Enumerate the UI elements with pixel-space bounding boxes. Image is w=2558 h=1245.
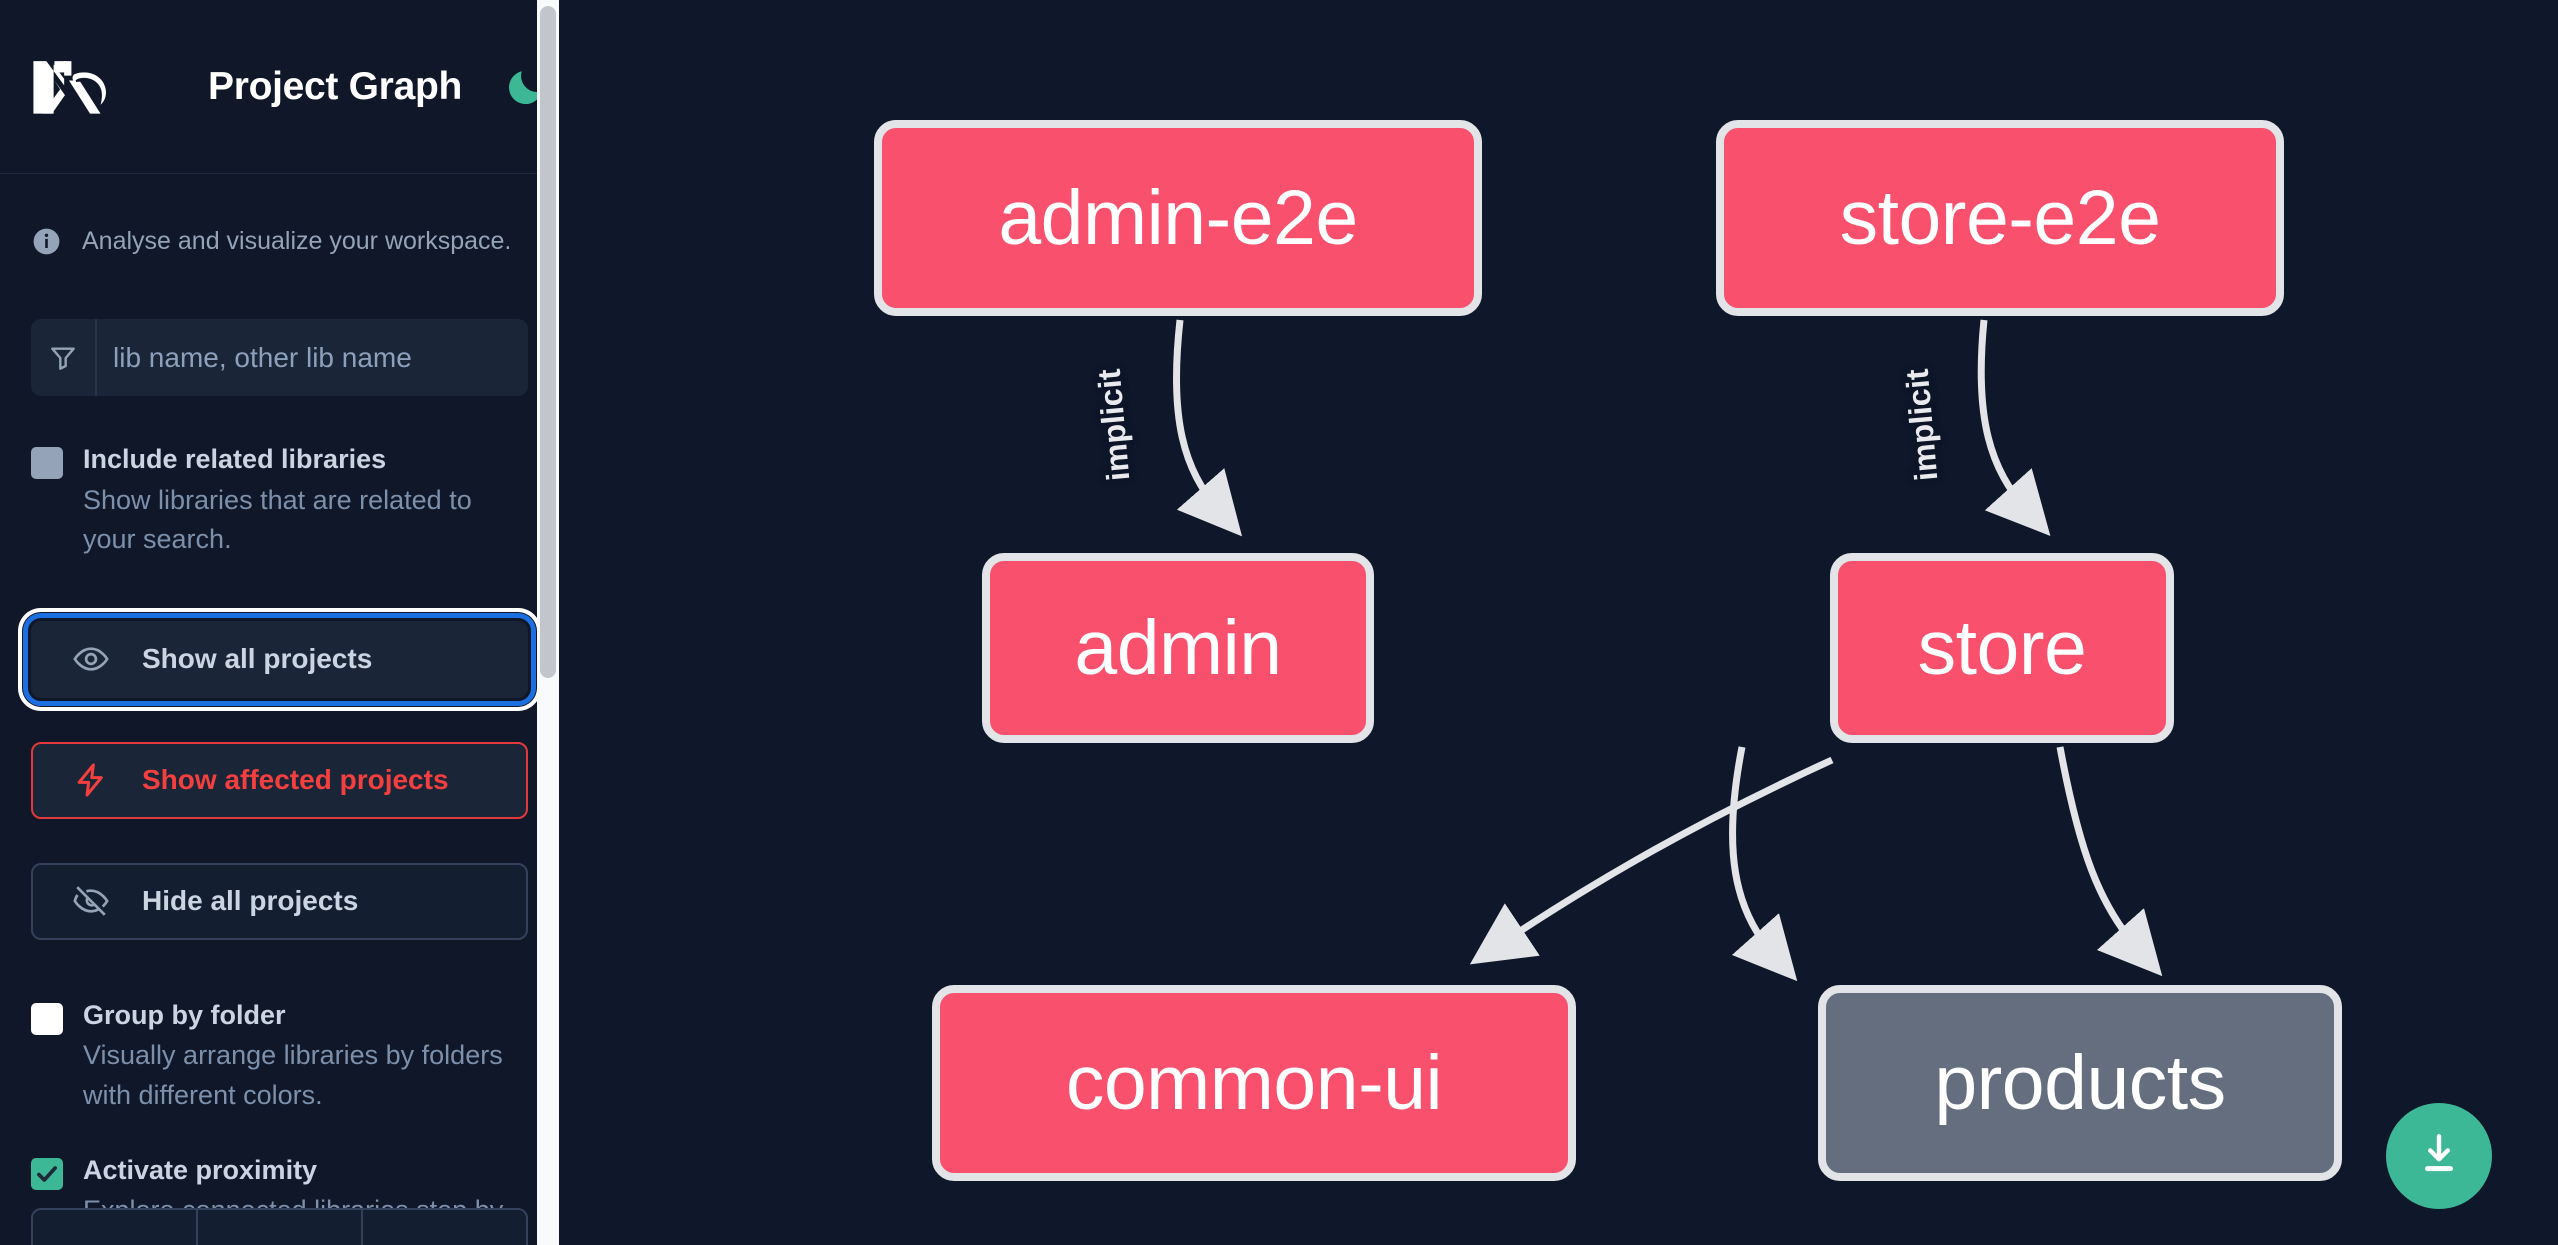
graph-canvas[interactable]: admin-e2e store-e2e admin store common-u…	[559, 0, 2558, 1245]
node-label: admin	[1074, 604, 1282, 691]
edge-admin-e2e-to-admin	[1172, 319, 1243, 537]
graph-node-admin-e2e[interactable]: admin-e2e	[874, 120, 1482, 316]
node-label: products	[1934, 1039, 2226, 1126]
sidebar: Project Graph Analyse and visualize your…	[0, 0, 559, 1245]
download-icon	[2414, 1129, 2464, 1184]
graph-node-store[interactable]: store	[1830, 553, 2174, 743]
sidebar-header: Project Graph	[0, 0, 559, 174]
node-label: common-ui	[1065, 1039, 1443, 1126]
eye-slash-icon	[71, 881, 111, 921]
bottom-group-segment-3[interactable]	[363, 1210, 526, 1245]
show-affected-projects-button[interactable]: Show affected projects	[31, 741, 528, 819]
node-label: store-e2e	[1839, 174, 2161, 261]
option-description: Visually arrange libraries by folders wi…	[83, 1040, 503, 1110]
graph-node-store-e2e[interactable]: store-e2e	[1716, 120, 2284, 316]
group-by-folder-checkbox[interactable]	[31, 1002, 63, 1035]
include-related-libraries-checkbox[interactable]	[31, 447, 63, 479]
funnel-filter-icon	[31, 319, 97, 396]
hide-all-projects-label: Hide all projects	[142, 885, 359, 917]
edge-store-to-common-ui	[1469, 756, 1834, 965]
option-include-related-libraries[interactable]: Include related libraries Show libraries…	[0, 442, 559, 559]
edge-admin-to-common-ui	[1729, 746, 1798, 982]
sidebar-scrollbar-track[interactable]	[537, 0, 559, 1245]
edge-store-to-products	[2056, 746, 2163, 977]
option-label: Activate proximity	[83, 1154, 318, 1185]
show-affected-projects-label: Show affected projects	[142, 764, 449, 796]
show-all-projects-button[interactable]: Show all projects	[23, 612, 536, 706]
option-label: Group by folder	[83, 999, 286, 1030]
bottom-group-segment-2[interactable]	[198, 1210, 363, 1245]
workspace-info-text: Analyse and visualize your workspace.	[82, 227, 512, 255]
workspace-info: Analyse and visualize your workspace.	[0, 174, 559, 257]
graph-node-common-ui[interactable]: common-ui	[932, 985, 1576, 1181]
option-label: Include related libraries	[83, 444, 387, 474]
graph-node-products[interactable]: products	[1818, 985, 2342, 1181]
node-label: store	[1917, 604, 2087, 691]
graph-node-admin[interactable]: admin	[982, 553, 1374, 743]
lightning-icon	[71, 760, 111, 800]
node-label: admin-e2e	[998, 174, 1358, 261]
show-all-projects-label: Show all projects	[142, 643, 373, 675]
nx-logo-icon	[31, 56, 128, 118]
search-input[interactable]	[97, 319, 528, 396]
bottom-group-segment-1[interactable]	[33, 1210, 198, 1245]
info-circle-icon	[31, 226, 62, 257]
download-graph-button[interactable]	[2386, 1103, 2492, 1209]
sidebar-scrollbar-thumb[interactable]	[540, 6, 556, 678]
hide-all-projects-button[interactable]: Hide all projects	[31, 862, 528, 940]
filter-bar	[31, 319, 528, 396]
graph-edges	[1172, 319, 2163, 982]
sidebar-bottom-button-group[interactable]	[31, 1208, 528, 1245]
sidebar-scroll-area[interactable]: Project Graph Analyse and visualize your…	[0, 0, 559, 1245]
option-group-by-folder[interactable]: Group by folder Visually arrange librari…	[0, 998, 559, 1115]
moon-icon[interactable]	[504, 65, 548, 109]
edge-store-e2e-to-store	[1977, 319, 2051, 537]
activate-proximity-checkbox[interactable]	[31, 1157, 63, 1190]
page-title: Project Graph	[208, 64, 462, 108]
option-description: Show libraries that are related to your …	[83, 484, 472, 554]
eye-icon	[71, 639, 111, 679]
